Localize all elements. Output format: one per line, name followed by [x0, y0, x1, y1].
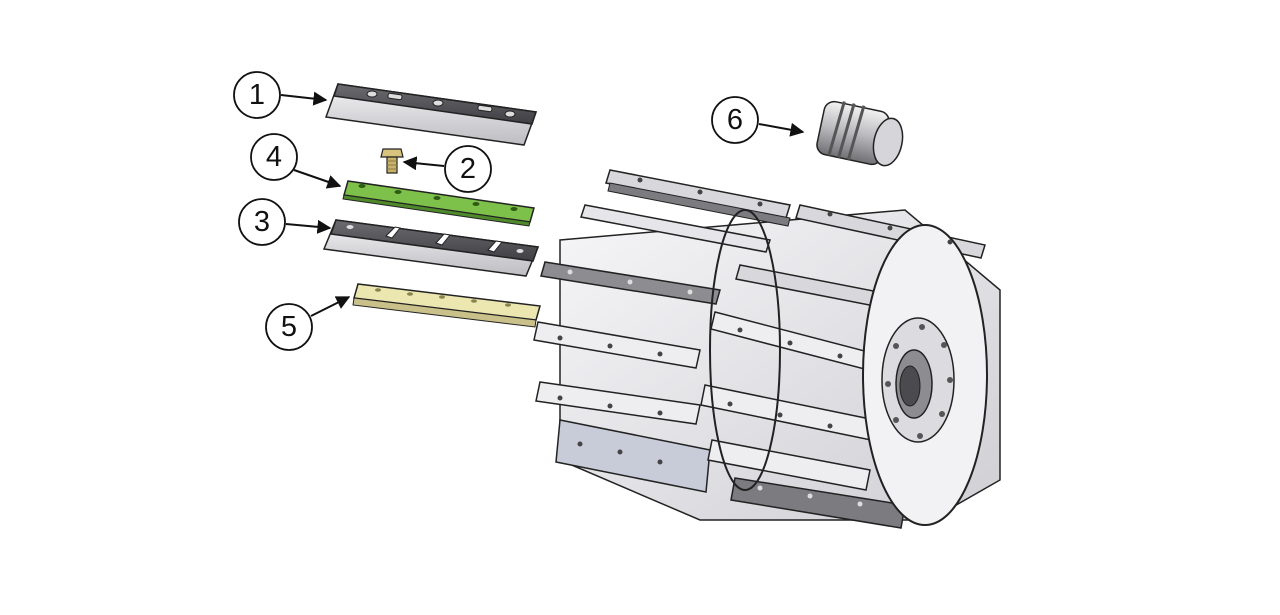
callout-3-label: 3	[254, 206, 270, 238]
rotor-assembly	[533, 169, 1001, 529]
callout-1-label: 1	[249, 79, 265, 111]
part-6-grooved-shaft-pin	[816, 100, 904, 167]
callout-4: 4	[250, 133, 342, 189]
part-1-top-knife-blade	[324, 83, 538, 146]
callout-3: 3	[238, 198, 332, 246]
callout-5-label: 5	[281, 311, 297, 343]
callout-4-label: 4	[266, 141, 282, 173]
callout-6-label: 6	[727, 104, 743, 136]
callout-2-label: 2	[460, 153, 476, 185]
part-4-green-clamp-bar	[342, 180, 535, 227]
part-3-slotted-bottom-blade	[322, 219, 540, 277]
callout-6: 6	[711, 96, 805, 144]
callout-1: 1	[233, 71, 328, 119]
part-2-clamping-bolt	[380, 148, 404, 174]
callout-2: 2	[402, 145, 492, 193]
part-5-yellow-wear-bar	[352, 283, 541, 328]
callout-5: 5	[265, 296, 351, 351]
